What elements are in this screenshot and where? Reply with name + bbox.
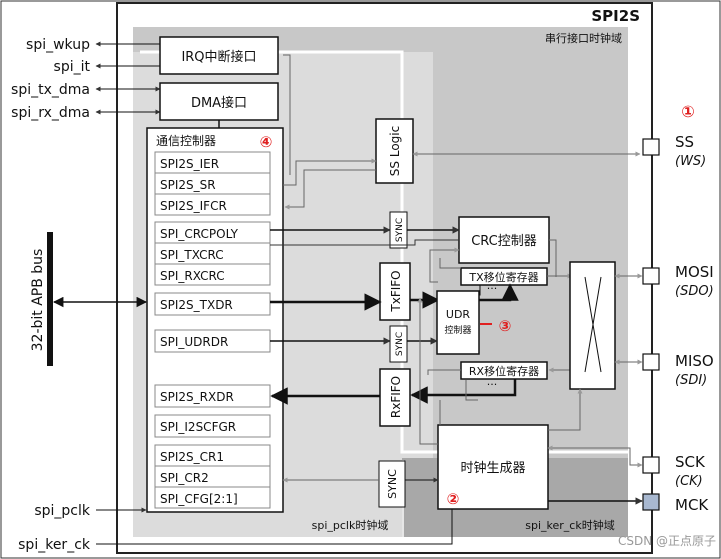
tx-shift-dots: ··· [487, 282, 498, 295]
watermark: CSDN @正点原子 [618, 534, 716, 548]
udr-label-line1: UDR [446, 308, 471, 321]
irq-interface-box [159, 36, 279, 75]
rx-shift-to-rxfifo [410, 379, 517, 404]
mosi-pin-label: MOSI [675, 263, 714, 281]
sync-clock-box [378, 460, 406, 508]
reg-udrdr: SPI_UDRDR [160, 335, 228, 349]
spi-ker-ck-arrow [96, 499, 455, 545]
reg-crcpoly: SPI_CRCPOLY [160, 227, 239, 241]
reg-i2scfgr-box [154, 414, 271, 438]
reg-rxdr-box [154, 384, 271, 408]
ss-pin-alt: (WS) [675, 154, 706, 169]
mosi-pin [642, 267, 660, 285]
sync-crc-label: SYNC [395, 218, 405, 242]
mck-pin [642, 493, 660, 511]
spi-ker-ck-label: spi_ker_ck [18, 537, 91, 553]
marker-4: ④ [260, 133, 273, 151]
reg-txdr: SPI2S_TXDR [160, 298, 233, 312]
rx-crc-link [427, 369, 461, 375]
spi-tx-dma-label: spi_tx_dma [11, 82, 90, 98]
reg-group-config [154, 444, 271, 509]
marker-1: ① [681, 102, 695, 121]
reg-i2scfgr: SPI_I2SCFGR [160, 420, 236, 434]
irq-interface-label: IRQ中断接口 [181, 49, 256, 65]
udr-to-tx-shift-2 [479, 285, 481, 296]
clock-generator-label: 时钟生成器 [460, 460, 525, 476]
ss-logic-box [375, 118, 414, 184]
rxfifo-box [379, 368, 411, 427]
ss-logic-status-link [283, 158, 377, 186]
sck-pin [642, 456, 660, 474]
reg-rxdr: SPI2S_RXDR [160, 390, 234, 404]
reg-sr: SPI2S_SR [160, 178, 216, 192]
mck-pin-label: MCK [675, 496, 709, 514]
udr-label-line2: 控制器 [444, 324, 471, 336]
udr-controller-box [436, 290, 480, 355]
pclk-domain-label: spi_pclk时钟域 [312, 518, 389, 532]
sync-clock-label: SYNC [386, 469, 399, 499]
reg-txcrc: SPI_TXCRC [160, 248, 224, 262]
clock-generator-box [437, 424, 549, 510]
sck-pin-alt: (CK) [675, 474, 703, 489]
rxfifo-label: RxFIFO [389, 376, 403, 418]
miso-pin [642, 353, 660, 371]
sync-udr-label: SYNC [395, 332, 405, 356]
txfifo-label: TxFIFO [389, 270, 403, 312]
miso-pin-label: MISO [675, 352, 714, 370]
crc-feedback-link [429, 247, 460, 283]
rx-side-link [465, 380, 478, 401]
dma-interface-box [159, 82, 279, 121]
rx-shift-register-label: RX移位寄存器 [469, 364, 539, 378]
spi-pclk-label: spi_pclk [34, 503, 91, 519]
marker-3: ③ [499, 317, 512, 335]
spi-rx-dma-label: spi_rx_dma [11, 105, 90, 121]
reg-ier: SPI2S_IER [160, 157, 219, 171]
reg-cr2: SPI_CR2 [160, 471, 209, 485]
reg-group-crc [154, 221, 271, 286]
serial-domain-label: 串行接口时钟域 [545, 31, 622, 45]
marker-2: ② [447, 490, 460, 508]
reg-rxcrc: SPI_RXCRC [160, 269, 225, 283]
clk-to-mux [548, 388, 583, 431]
sck-pin-label: SCK [675, 453, 706, 471]
ss-pin [642, 138, 660, 156]
tx-shift-register-label: TX移位寄存器 [468, 270, 538, 284]
mosi-pin-alt: (SDO) [675, 284, 714, 299]
irq-link [283, 54, 291, 175]
udr-to-tx-shift [479, 283, 519, 302]
txfifo-box [379, 262, 411, 321]
crc-tx-link [439, 258, 461, 269]
block-title: SPI2S [591, 7, 640, 25]
reg-cfg: SPI_CFG[2:1] [160, 492, 238, 506]
miso-pin-alt: (SDI) [675, 373, 707, 388]
rx-shift-dots: ··· [487, 378, 498, 391]
spi-wkup-label: spi_wkup [26, 37, 90, 53]
apb-bus-label: 32-bit APB bus [30, 249, 46, 352]
reg-txdr-box [154, 292, 271, 316]
crc-controller-label: CRC控制器 [471, 234, 537, 249]
dma-interface-label: DMA接口 [191, 95, 247, 111]
ker-domain-label: spi_ker_ck时钟域 [525, 518, 614, 532]
reg-ifcr: SPI2S_IFCR [160, 199, 227, 213]
ss-logic-ifcr-link [284, 169, 376, 210]
spi-it-label: spi_it [54, 59, 91, 75]
crc-to-tx-path [549, 239, 557, 277]
reg-group-status [154, 151, 271, 216]
txcrc-link [270, 239, 459, 246]
clk-to-udr [417, 297, 438, 445]
reg-cr1: SPI2S_CR1 [160, 450, 224, 464]
comm-controller-label: 通信控制器 [156, 134, 216, 148]
ss-logic-label: SS Logic [388, 126, 402, 176]
sck-link [547, 445, 643, 468]
crossover-line-b [584, 276, 602, 373]
ss-pin-label: SS [675, 133, 694, 151]
